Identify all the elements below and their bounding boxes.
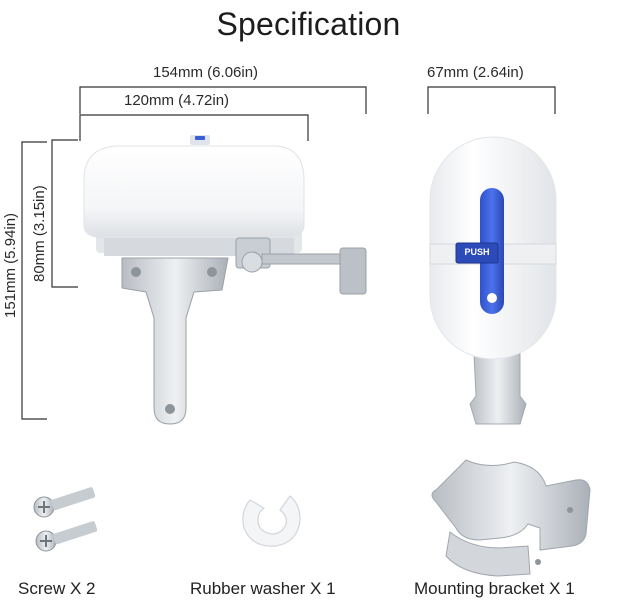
dimension-lines [21,86,556,420]
dimension-total-width: 154mm (6.06in) [153,64,259,81]
caption-screw: Screw X 2 [18,579,96,598]
rubber-washer-icon [242,495,301,547]
page-title: Specification [216,6,401,42]
dimension-depth: 67mm (2.64in) [427,64,524,81]
valve-front-view [429,136,557,425]
caption-mounting-bracket: Mounting bracket X 1 [414,579,575,598]
valve-side-view [83,135,367,425]
mounting-bracket-icon [431,459,591,577]
caption-rubber-washer: Rubber washer X 1 [190,579,336,598]
dimension-body-width: 120mm (4.72in) [124,92,230,109]
push-button-label: PUSH [464,247,490,257]
screw-icon [33,487,98,552]
